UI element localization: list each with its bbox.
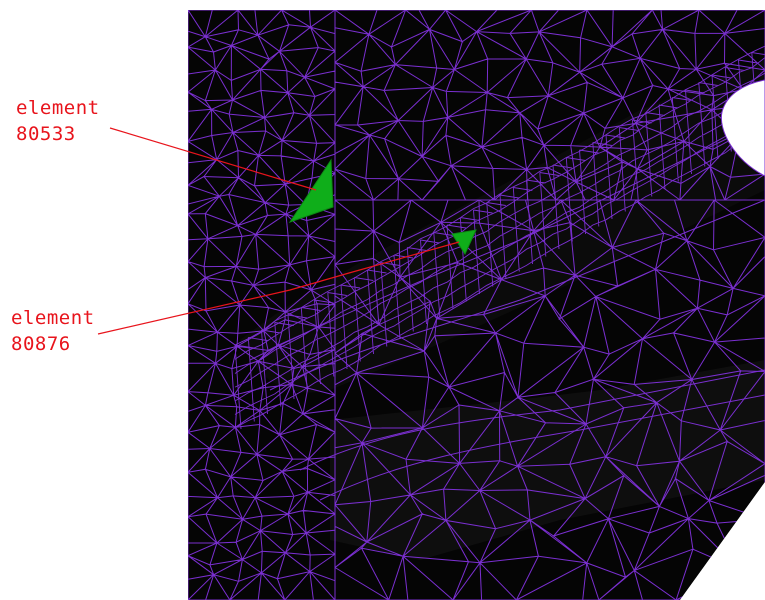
- callout-label-80876: element 80876: [11, 305, 95, 357]
- callout-label-80533: element 80533: [16, 95, 100, 147]
- chamfer-cutout: [680, 482, 765, 600]
- callout-element-id: 80876: [11, 333, 71, 355]
- callout-element-id: 80533: [16, 123, 76, 145]
- highlighted-element-80533[interactable]: [288, 158, 334, 223]
- hole-cutout: [720, 79, 765, 177]
- wireframe-mesh: [188, 10, 765, 600]
- callout-line-1: element: [11, 307, 95, 329]
- highlighted-element-80876[interactable]: [451, 229, 477, 256]
- leader-line-80533: [109, 127, 317, 191]
- callout-line-1: element: [16, 97, 100, 119]
- leader-line-80876: [97, 241, 460, 335]
